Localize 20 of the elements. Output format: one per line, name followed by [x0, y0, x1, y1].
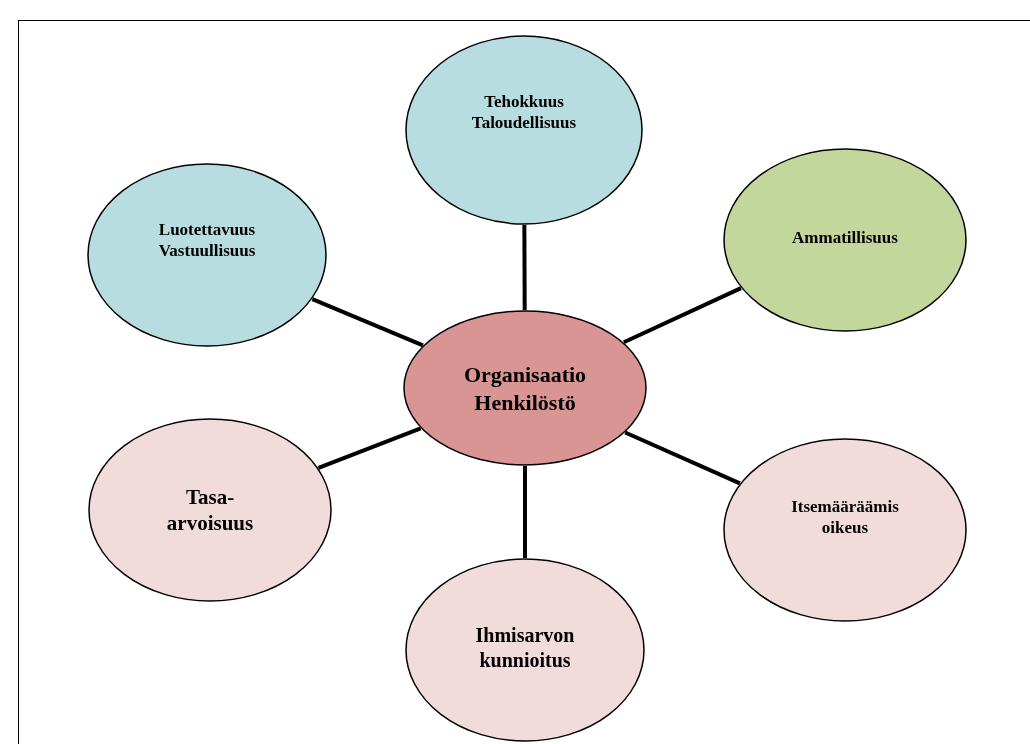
ellipse-node — [403, 310, 647, 466]
node-label: Organisaatio Henkilöstö — [462, 360, 588, 416]
connector-line — [624, 430, 741, 486]
ellipse-node — [88, 418, 332, 602]
connector-line — [523, 466, 527, 558]
connector-line — [317, 426, 422, 470]
connector-line — [623, 286, 742, 345]
node-label: Ihmisarvon kunnioitus — [474, 623, 576, 673]
connector-line — [311, 297, 424, 348]
ellipse-node — [405, 35, 643, 225]
node-label: Ammatillisuus — [791, 227, 899, 249]
node-label: Itsemääräämis oikeus — [790, 495, 900, 539]
node-label: Luotettavuus Vastuullisuus — [157, 218, 257, 262]
node-label: Tehokkuus Taloudellisuus — [470, 90, 578, 134]
connector-line — [522, 225, 527, 310]
ellipse-node — [87, 163, 327, 347]
ellipse-node — [723, 148, 967, 332]
ellipse-node — [405, 558, 645, 742]
node-label: Tasa-arvoisuus — [165, 483, 255, 537]
ellipse-node — [723, 438, 967, 622]
